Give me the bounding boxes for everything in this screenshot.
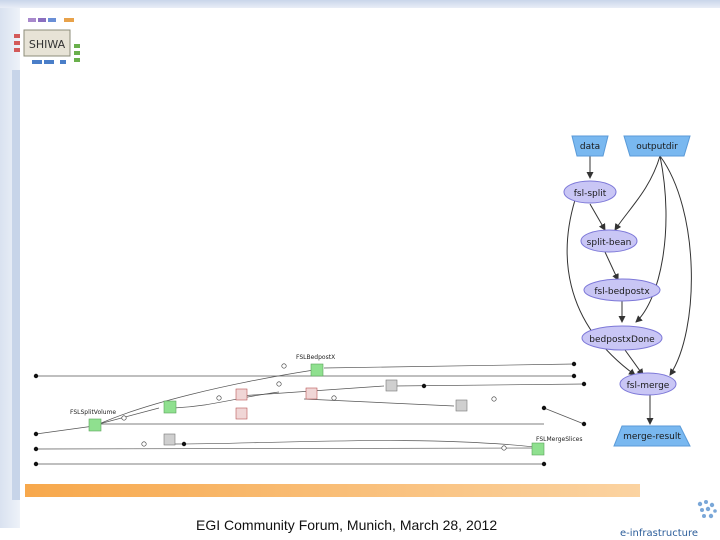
outputdir-node (623, 135, 691, 157)
top-rule (0, 0, 720, 8)
split-title: FSLSplitVolume (70, 409, 116, 416)
orange-footer-bar (25, 484, 640, 497)
brand-dots (697, 500, 717, 519)
fsl-merge-node (619, 372, 677, 396)
shiwa-logo: SHIWA (14, 18, 80, 64)
left-inner-band (12, 70, 20, 500)
port-dots (33, 361, 587, 467)
logo-text: SHIWA (29, 38, 66, 51)
gray-job-3 (163, 433, 176, 446)
left-workflow-diagram: FSLBedpostX FSLSplitVolume FSLMergeSlice… (33, 354, 587, 467)
data-label: data (580, 142, 600, 152)
red-job-3 (305, 387, 318, 400)
merge-job (531, 442, 545, 456)
gray-job-1 (385, 379, 398, 392)
merge-result-label: merge-result (623, 432, 681, 442)
bean-job (163, 400, 177, 414)
e-infrastructure-logo: e-infrastructure (620, 500, 717, 539)
fsl-merge-label: fsl-merge (627, 381, 670, 391)
split-bean-label: split-bean (587, 238, 632, 248)
bedpostx-done-label: bedpostxDone (589, 335, 655, 345)
footer-text: EGI Community Forum, Munich, March 28, 2… (196, 517, 498, 533)
fsl-bedpostx-label: fsl-bedpostx (594, 287, 650, 297)
left-workflow-edges (35, 363, 585, 465)
bedpostx-job (310, 363, 324, 377)
merge-title: FSLMergeSlices (536, 436, 583, 443)
fsl-bedpostx-node (583, 278, 661, 302)
workflow-edges (566, 155, 692, 425)
red-job-1 (235, 388, 248, 401)
bedpostx-done-node (581, 325, 663, 351)
open-ports (121, 363, 507, 451)
gray-job-2 (455, 399, 468, 412)
fsl-split-node (563, 180, 617, 204)
red-job-2 (235, 407, 248, 420)
bedpostx-title: FSLBedpostX (296, 354, 335, 361)
data-node (571, 135, 609, 157)
brand-text: e-infrastructure (620, 528, 698, 539)
split-bean-node (580, 229, 638, 253)
merge-result-node (613, 425, 691, 447)
split-job (88, 418, 102, 432)
fsl-split-label: fsl-split (574, 189, 607, 199)
outputdir-label: outputdir (636, 142, 678, 152)
